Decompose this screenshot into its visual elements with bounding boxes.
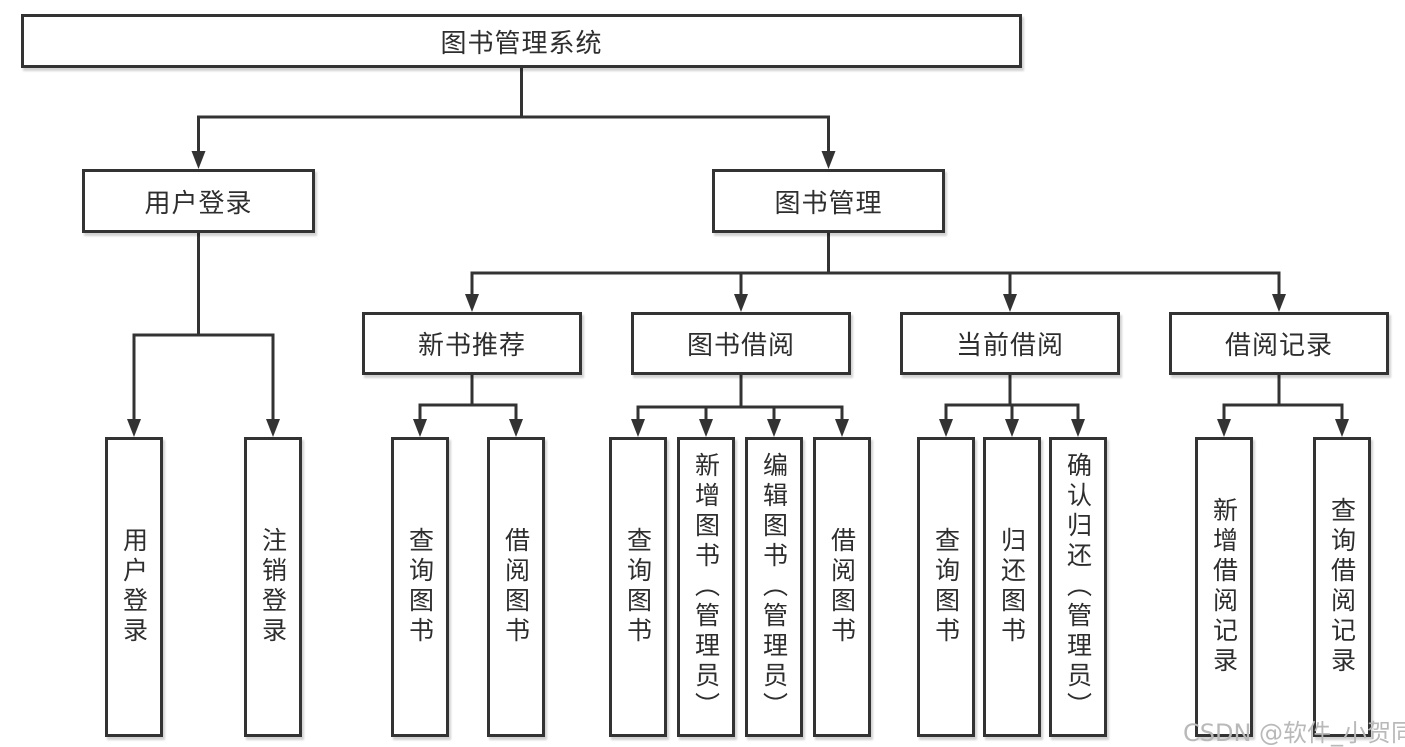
csdn-watermark: CSDN @软件_小贺同学 <box>1183 719 1405 747</box>
node-book-borrow: 图书借阅 <box>631 312 851 375</box>
leaf-query-books-current: 查询图书 <box>917 437 975 737</box>
connector-newrec-split <box>418 375 518 421</box>
connector-borrow-split <box>636 375 844 421</box>
node-label: 查询图书 <box>405 527 435 647</box>
arrow-down-icon <box>734 294 748 312</box>
node-label: 查询借阅记录 <box>1327 497 1357 677</box>
leaf-confirm-return-admin: 确认归还（管理员） <box>1049 437 1107 737</box>
node-label: 当前借阅 <box>955 331 1064 361</box>
leaf-return-books: 归还图书 <box>983 437 1041 737</box>
node-library-management-system: 图书管理系统 <box>21 14 1022 68</box>
node-label: 编辑图书（管理员） <box>759 452 789 722</box>
arrow-down-icon <box>127 419 141 437</box>
connector-userlogin-split <box>132 333 275 421</box>
arrow-down-icon <box>1217 419 1231 437</box>
node-label: 借阅图书 <box>501 527 531 647</box>
node-label: 图书管理系统 <box>440 28 603 59</box>
node-label: 确认归还（管理员） <box>1063 452 1093 722</box>
connector-records-split <box>1222 375 1344 421</box>
node-current-borrow: 当前借阅 <box>900 312 1120 375</box>
arrow-down-icon <box>509 419 523 437</box>
leaf-borrow-books-recommend: 借阅图书 <box>487 437 545 737</box>
arrow-down-icon <box>631 419 645 437</box>
leaf-edit-books-admin: 编辑图书（管理员） <box>745 437 803 737</box>
arrow-down-icon <box>1005 419 1019 437</box>
arrow-down-icon <box>266 419 280 437</box>
node-label: 图书管理 <box>774 188 883 219</box>
leaf-user-login: 用户登录 <box>105 437 163 737</box>
leaf-borrow-books: 借阅图书 <box>813 437 871 737</box>
node-label: 新书推荐 <box>417 331 526 361</box>
node-label: 新增借阅记录 <box>1209 497 1239 677</box>
leaf-query-books-recommend: 查询图书 <box>391 437 449 737</box>
node-label: 用户登录 <box>144 188 253 219</box>
arrow-down-icon <box>939 419 953 437</box>
node-label: 图书借阅 <box>686 331 795 361</box>
node-label: 新增图书（管理员） <box>691 452 721 722</box>
leaf-query-books-borrow: 查询图书 <box>609 437 667 737</box>
leaf-add-books-admin: 新增图书（管理员） <box>677 437 735 737</box>
node-label: 借阅记录 <box>1224 331 1333 361</box>
arrow-down-icon <box>1071 419 1085 437</box>
node-label: 用户登录 <box>119 527 149 647</box>
arrow-down-icon <box>413 419 427 437</box>
leaf-query-borrow-record: 查询借阅记录 <box>1313 437 1371 737</box>
node-user-login: 用户登录 <box>82 169 315 233</box>
arrow-down-icon <box>835 419 849 437</box>
connector-bookmgmt-split <box>470 271 1281 296</box>
arrow-down-icon <box>465 294 479 312</box>
node-borrow-records: 借阅记录 <box>1169 312 1389 375</box>
arrowheads <box>127 151 1349 437</box>
arrow-down-icon <box>699 419 713 437</box>
node-book-management: 图书管理 <box>712 169 945 233</box>
node-label: 注销登录 <box>258 527 288 647</box>
node-label: 查询图书 <box>931 527 961 647</box>
arrow-down-icon <box>1335 419 1349 437</box>
node-label: 归还图书 <box>997 527 1027 647</box>
arrow-down-icon <box>767 419 781 437</box>
leaf-add-borrow-record: 新增借阅记录 <box>1195 437 1253 737</box>
node-new-book-recommend: 新书推荐 <box>362 312 582 375</box>
arrow-down-icon <box>1272 294 1286 312</box>
connector-root-split <box>197 115 830 153</box>
arrow-down-icon <box>821 151 836 169</box>
node-label: 借阅图书 <box>827 527 857 647</box>
arrow-down-icon <box>1003 294 1017 312</box>
connector-current-split <box>944 375 1080 421</box>
arrow-down-icon <box>191 151 206 169</box>
leaf-logout: 注销登录 <box>244 437 302 737</box>
node-label: 查询图书 <box>623 527 653 647</box>
